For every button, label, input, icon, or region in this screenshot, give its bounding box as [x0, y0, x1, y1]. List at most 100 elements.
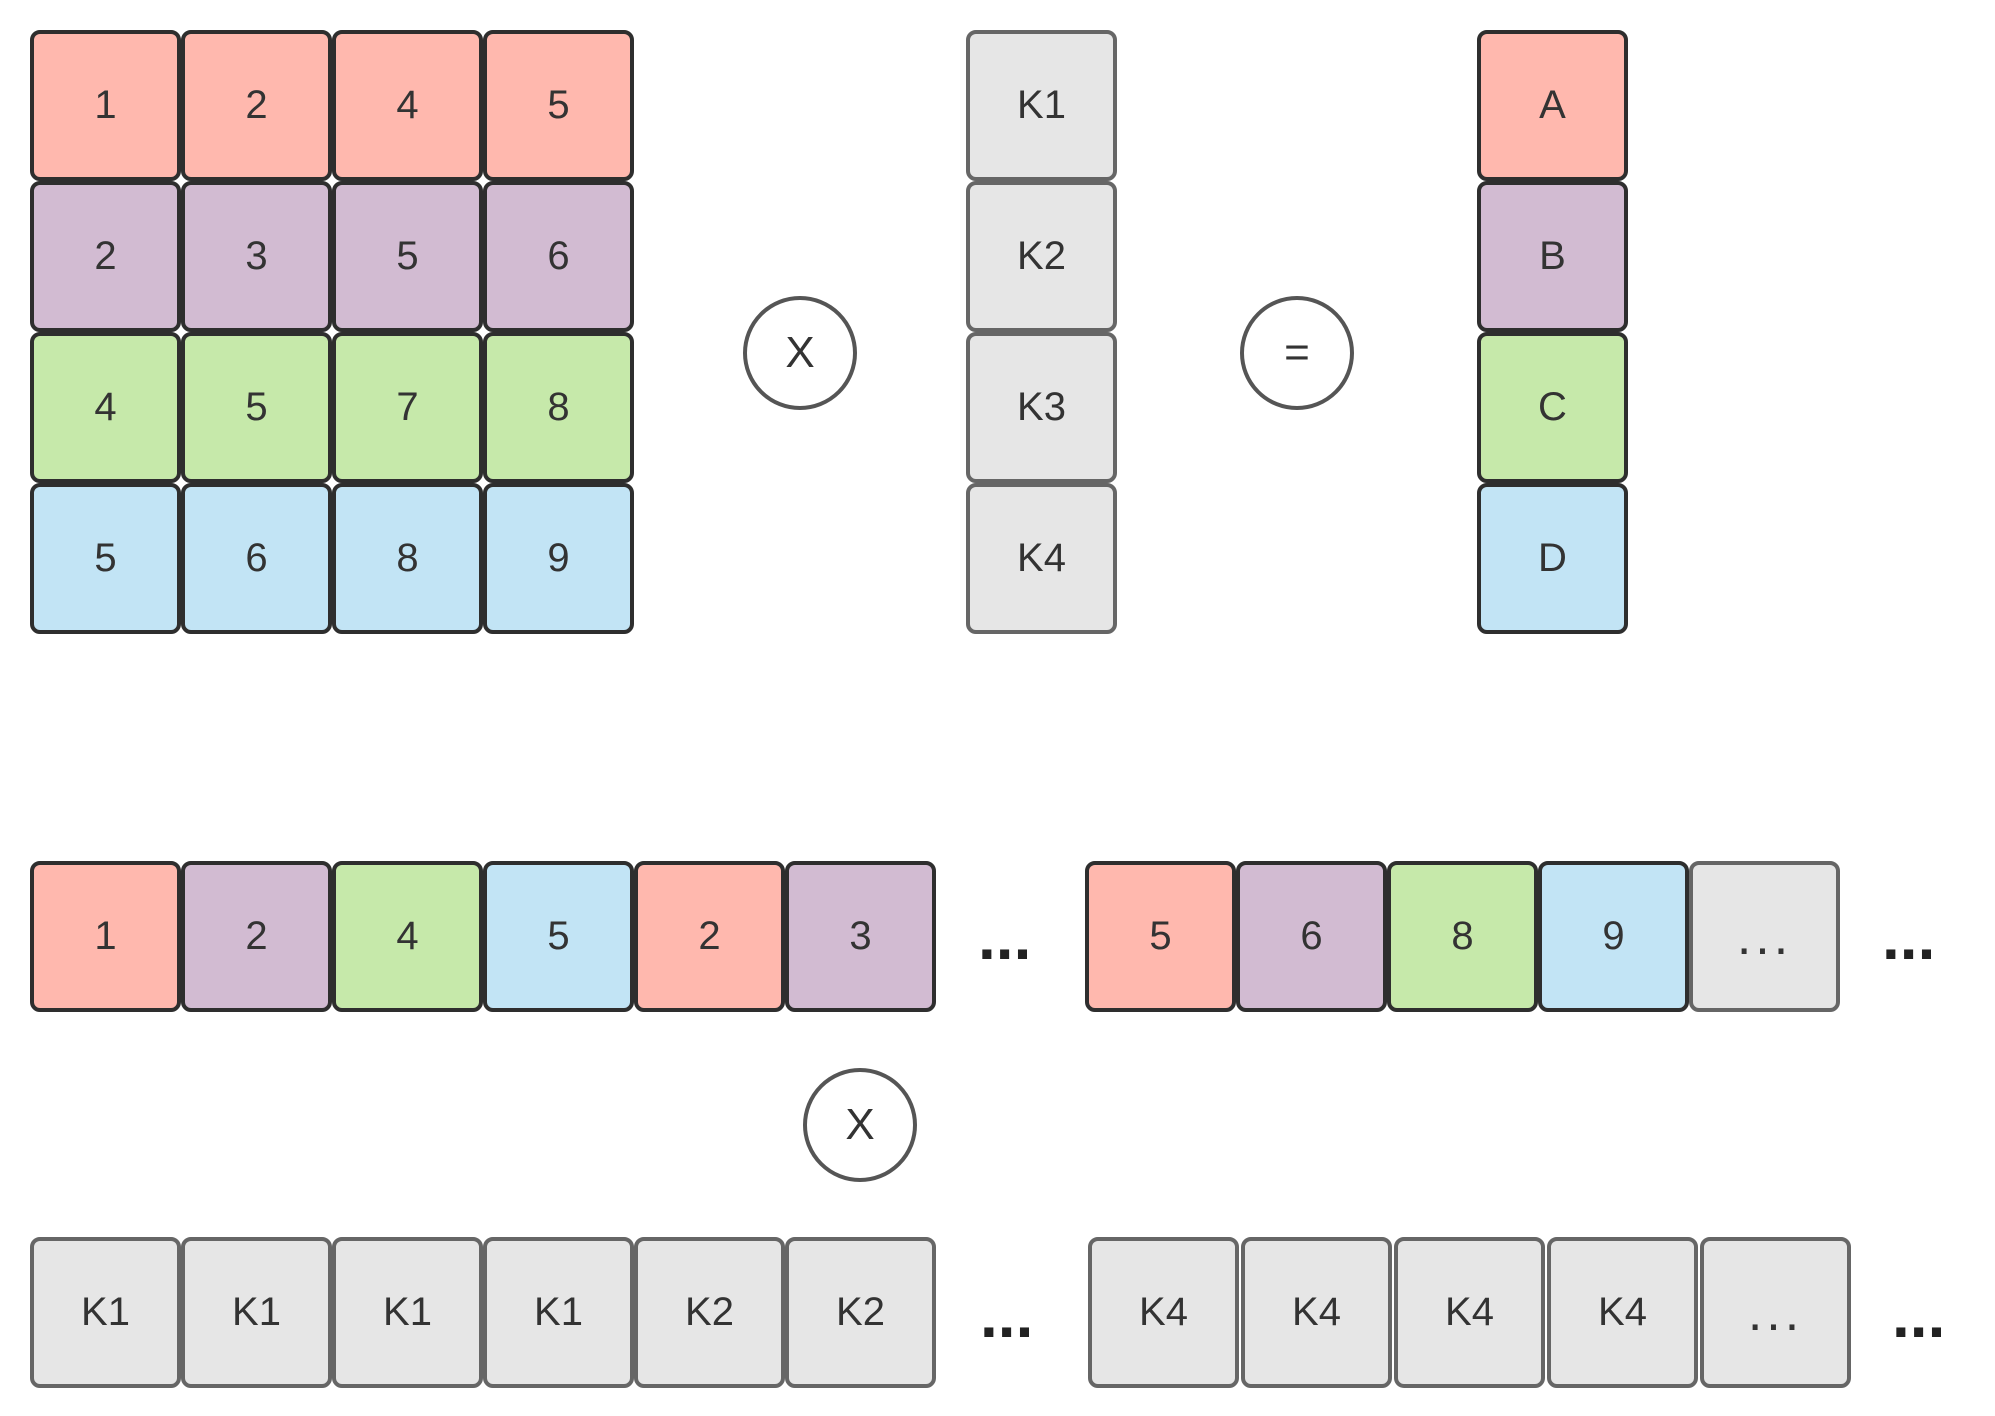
k-vector-cell-2-label: K2 [1017, 234, 1066, 278]
flat-matrix-cell-11-label: ... [1736, 907, 1793, 966]
matrix-cell-r2-c2-label: 3 [245, 234, 268, 278]
flat-k-cell-5: K2 [634, 1237, 785, 1388]
matrix-cell-r3-c1-label: 4 [94, 385, 117, 429]
matrix-cell-r2-c4: 6 [483, 181, 634, 332]
flat-matrix-cell-4: 5 [483, 861, 634, 1012]
matrix-cell-r3-c4: 8 [483, 332, 634, 483]
flat-matrix-cell-10-label: 9 [1602, 914, 1625, 958]
flat-k-cell-11-label: ... [1747, 1283, 1804, 1342]
flat-matrix-cell-5: 2 [634, 861, 785, 1012]
flat-k-cell-4: K1 [483, 1237, 634, 1388]
flat-matrix-cell-8: 6 [1236, 861, 1387, 1012]
matrix-cell-r4-c4-label: 9 [547, 536, 570, 580]
flat-k-cell-2-label: K1 [232, 1290, 281, 1334]
equals-operator: = [1240, 296, 1354, 410]
flat-matrix-cell-10: 9 [1538, 861, 1689, 1012]
flat-matrix-cell-9: 8 [1387, 861, 1538, 1012]
matrix-cell-r1-c4: 5 [483, 30, 634, 181]
k-vector-cell-4: K4 [966, 483, 1117, 634]
k-vector-cell-2: K2 [966, 181, 1117, 332]
flat-k-cell-6: K2 [785, 1237, 936, 1388]
k-vector-cell-1-label: K1 [1017, 83, 1066, 127]
matrix-cell-r4-c3-label: 8 [396, 536, 419, 580]
flat-matrix-cell-3-label: 4 [396, 914, 419, 958]
matrix-cell-r2-c3-label: 5 [396, 234, 419, 278]
multiply-operator-bottom: X [803, 1068, 917, 1182]
flat-matrix-cell-1-label: 1 [94, 914, 117, 958]
flat-k-ellipsis-1: ... [980, 1279, 1034, 1351]
flat-matrix-cell-8-label: 6 [1300, 914, 1323, 958]
flat-k-cell-2: K1 [181, 1237, 332, 1388]
matrix-cell-r3-c3-label: 7 [396, 385, 419, 429]
flat-k-cell-10: K4 [1547, 1237, 1698, 1388]
matrix-cell-r3-c2: 5 [181, 332, 332, 483]
flat-k-cell-4-label: K1 [534, 1290, 583, 1334]
k-vector-cell-1: K1 [966, 30, 1117, 181]
matrix-cell-r3-c2-label: 5 [245, 385, 268, 429]
flat-k-cell-11: ... [1700, 1237, 1851, 1388]
flat-k-ellipsis-2: ... [1892, 1279, 1946, 1351]
flat-k-cell-8-label: K4 [1292, 1290, 1341, 1334]
matrix-cell-r4-c2: 6 [181, 483, 332, 634]
flat-k-cell-9-label: K4 [1445, 1290, 1494, 1334]
k-vector-cell-3: K3 [966, 332, 1117, 483]
result-cell-b: B [1477, 181, 1628, 332]
result-cell-d: D [1477, 483, 1628, 634]
matrix-cell-r4-c2-label: 6 [245, 536, 268, 580]
matrix-cell-r1-c3-label: 4 [396, 83, 419, 127]
matrix-cell-r4-c1: 5 [30, 483, 181, 634]
flat-k-cell-3-label: K1 [383, 1290, 432, 1334]
matrix-cell-r2-c4-label: 6 [547, 234, 570, 278]
matrix-cell-r3-c1: 4 [30, 332, 181, 483]
flat-matrix-cell-5-label: 2 [698, 914, 721, 958]
result-cell-a: A [1477, 30, 1628, 181]
matrix-cell-r3-c3: 7 [332, 332, 483, 483]
k-vector-cell-4-label: K4 [1017, 536, 1066, 580]
flat-k-cell-9: K4 [1394, 1237, 1545, 1388]
flat-k-cell-8: K4 [1241, 1237, 1392, 1388]
matrix-cell-r2-c2: 3 [181, 181, 332, 332]
matrix-cell-r1-c3: 4 [332, 30, 483, 181]
flat-matrix-cell-11: ... [1689, 861, 1840, 1012]
result-cell-d-label: D [1538, 536, 1567, 580]
result-cell-c-label: C [1538, 385, 1567, 429]
flat-k-cell-1: K1 [30, 1237, 181, 1388]
flat-matrix-cell-4-label: 5 [547, 914, 570, 958]
matrix-cell-r2-c1-label: 2 [94, 234, 117, 278]
flat-k-cell-6-label: K2 [836, 1290, 885, 1334]
flat-k-cell-7-label: K4 [1139, 1290, 1188, 1334]
matrix-cell-r4-c1-label: 5 [94, 536, 117, 580]
flat-matrix-cell-7-label: 5 [1149, 914, 1172, 958]
matrix-cell-r1-c1-label: 1 [94, 83, 117, 127]
flat-k-cell-1-label: K1 [81, 1290, 130, 1334]
flat-matrix-cell-6: 3 [785, 861, 936, 1012]
flat-matrix-cell-7: 5 [1085, 861, 1236, 1012]
flat-k-cell-5-label: K2 [685, 1290, 734, 1334]
k-vector-cell-3-label: K3 [1017, 385, 1066, 429]
flat-matrix-cell-1: 1 [30, 861, 181, 1012]
result-cell-c: C [1477, 332, 1628, 483]
flat-k-cell-7: K4 [1088, 1237, 1239, 1388]
matrix-cell-r1-c1: 1 [30, 30, 181, 181]
flat-k-cell-10-label: K4 [1598, 1290, 1647, 1334]
flat-matrix-cell-2-label: 2 [245, 914, 268, 958]
matrix-cell-r1-c4-label: 5 [547, 83, 570, 127]
result-cell-a-label: A [1539, 83, 1566, 127]
flat-matrix-cell-6-label: 3 [849, 914, 872, 958]
flat-matrix-cell-3: 4 [332, 861, 483, 1012]
matrix-cell-r2-c3: 5 [332, 181, 483, 332]
result-cell-b-label: B [1539, 234, 1566, 278]
matrix-cell-r4-c4: 9 [483, 483, 634, 634]
matrix-cell-r2-c1: 2 [30, 181, 181, 332]
matrix-cell-r4-c3: 8 [332, 483, 483, 634]
flat-matrix-cell-9-label: 8 [1451, 914, 1474, 958]
matrix-cell-r3-c4-label: 8 [547, 385, 570, 429]
matrix-cell-r1-c2: 2 [181, 30, 332, 181]
flat-k-cell-3: K1 [332, 1237, 483, 1388]
flat-matrix-ellipsis-1: ... [978, 901, 1032, 973]
matrix-cell-r1-c2-label: 2 [245, 83, 268, 127]
flat-matrix-cell-2: 2 [181, 861, 332, 1012]
flat-matrix-ellipsis-2: ... [1882, 901, 1936, 973]
multiply-operator: X [743, 296, 857, 410]
